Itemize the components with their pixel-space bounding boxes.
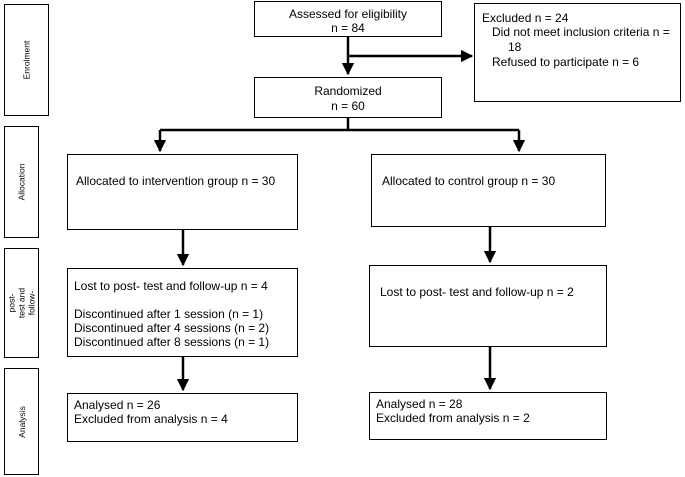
control-analysed: Analysed n = 28 xyxy=(376,397,463,411)
intervention-discontinued-4: Discontinued after 4 sessions (n = 2) xyxy=(74,321,270,335)
stage-label-enrolment: Enrolment xyxy=(4,4,49,116)
stage-label-analysis: Analysis xyxy=(4,368,39,475)
excluded-box: Excluded n = 24 Did not meet inclusion c… xyxy=(474,3,681,102)
assessed-title: Assessed for eligibility xyxy=(288,7,408,21)
control-analysis-box: Analysed n = 28 Excluded from analysis n… xyxy=(369,392,607,440)
excluded-reason-refused: Refused to participate n = 6 xyxy=(492,55,640,69)
randomized-title: Randomized xyxy=(314,84,382,98)
intervention-analysed: Analysed n = 26 xyxy=(74,398,161,412)
stage-label-allocation: Allocation xyxy=(4,126,39,238)
excluded-reason-criteria: Did not meet inclusion criteria n = xyxy=(492,25,670,39)
randomized-count: n = 60 xyxy=(331,99,365,113)
intervention-analysis-box: Analysed n = 26 Excluded from analysis n… xyxy=(67,393,298,442)
intervention-excluded: Excluded from analysis n = 4 xyxy=(74,412,228,426)
intervention-discontinued-1: Discontinued after 1 session (n = 1) xyxy=(74,307,264,321)
assessed-count: n = 84 xyxy=(331,21,365,35)
assessed-box: Assessed for eligibility n = 84 xyxy=(254,1,442,37)
intervention-allocation-box: Allocated to intervention group n = 30 xyxy=(67,154,298,230)
intervention-lost: Lost to post- test and follow-up n = 4 xyxy=(74,279,268,293)
stage-label-followup: Lost to post- test and follow-up xyxy=(4,248,39,358)
randomized-box: Randomized n = 60 xyxy=(254,77,442,118)
excluded-title: Excluded n = 24 xyxy=(482,11,569,25)
control-excluded: Excluded from analysis n = 2 xyxy=(376,411,530,425)
intervention-lost-box: Lost to post- test and follow-up n = 4 D… xyxy=(67,268,298,357)
intervention-discontinued-8: Discontinued after 8 sessions (n = 1) xyxy=(74,335,270,349)
intervention-allocated: Allocated to intervention group n = 30 xyxy=(76,174,276,188)
excluded-reason-criteria-count: 18 xyxy=(508,40,522,54)
control-allocated: Allocated to control group n = 30 xyxy=(382,174,556,188)
control-lost-box: Lost to post- test and follow-up n = 2 xyxy=(369,265,607,347)
control-allocation-box: Allocated to control group n = 30 xyxy=(371,154,606,227)
control-lost: Lost to post- test and follow-up n = 2 xyxy=(380,285,574,299)
